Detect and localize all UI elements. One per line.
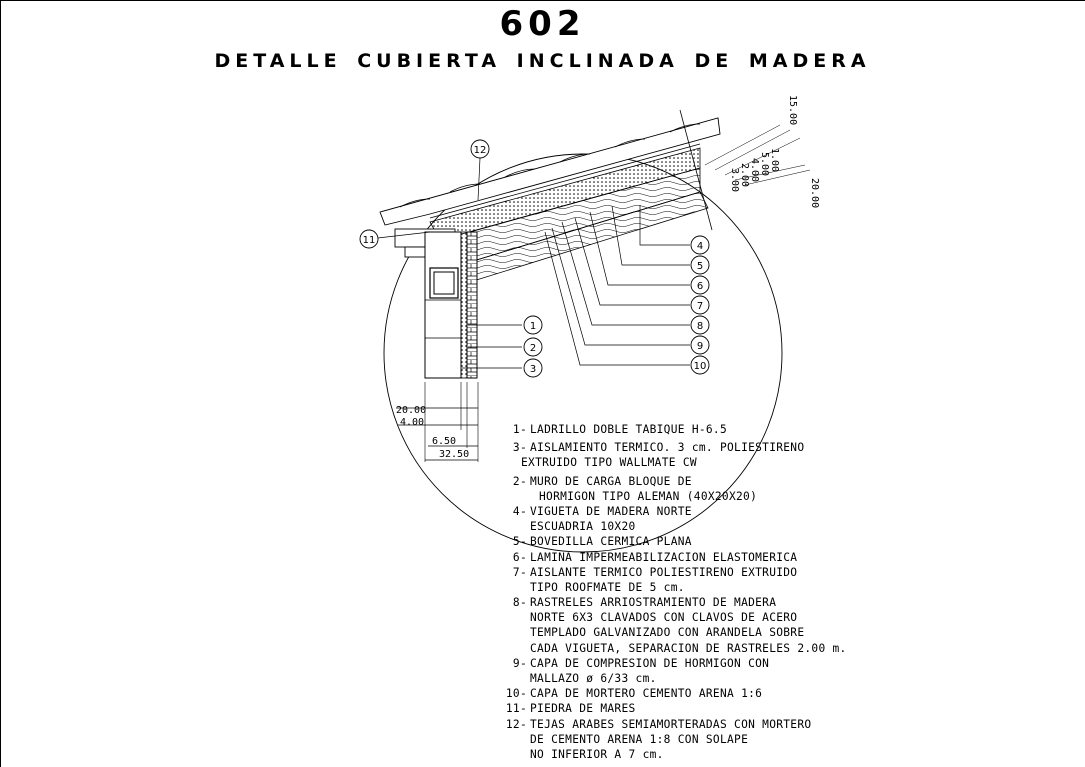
legend-item-7: 7-AISLANTE TERMICO POLIESTIRENO EXTRUIDO [512, 565, 798, 579]
tag-8: 8 [697, 321, 703, 332]
legend: 1-LADRILLO DOBLE TABIQUE H-6.5 3-AISLAMI… [493, 423, 846, 763]
leader-lines [377, 157, 690, 369]
concrete-block-wall [424, 231, 462, 379]
tag-5: 5 [697, 261, 703, 272]
brick-leaf [466, 231, 478, 379]
dim-3: 3.00 [729, 168, 740, 192]
dim-20b: 20.00 [809, 178, 820, 208]
tags: 1 2 3 4 5 6 7 8 9 10 11 12 [359, 139, 710, 378]
detail-circle [383, 153, 783, 553]
dim-1: 1.00 [769, 148, 780, 172]
tag-1: 1 [530, 321, 536, 332]
legend-item-6: 6-LAMINA IMPERMEABILIZACION ELASTOMERICA [512, 550, 798, 564]
tag-7: 7 [697, 301, 703, 312]
dim-2: 2.00 [739, 163, 750, 187]
legend-item-2: 2-MURO DE CARGA BLOQUE DE [512, 474, 692, 488]
legend-item-10: 10-CAPA DE MORTERO CEMENTO ARENA 1:6 [505, 687, 763, 701]
tag-12: 12 [474, 145, 487, 156]
tag-9: 9 [697, 341, 703, 352]
dim-15: 15.00 [787, 95, 798, 125]
dim-4b: 4.00 [749, 158, 760, 182]
legend-item-1: 1-LADRILLO DOBLE TABIQUE H-6.5 [512, 423, 727, 436]
insulation-layer [460, 231, 468, 379]
legend-item-4: 4-VIGUETA DE MADERA NORTE [512, 504, 692, 518]
tag-11: 11 [363, 235, 376, 246]
tag-2: 2 [530, 343, 536, 354]
wall-section [424, 231, 478, 379]
dim-20: 20.00 [396, 405, 426, 416]
drawing-title: DETALLE CUBIERTA INCLINADA DE MADERA [214, 50, 871, 72]
dim-32-5: 32.50 [439, 449, 469, 460]
drawing-number: 602 [499, 4, 586, 44]
roof-dimensions: 15.00 1.00 5.00 4.00 2.00 3.00 20.00 [704, 95, 820, 208]
dim-4: 4.00 [400, 417, 424, 428]
tag-3: 3 [530, 364, 536, 375]
roof-tiles [379, 117, 721, 226]
tag-10: 10 [694, 361, 707, 372]
legend-item-5: 5-BOVEDILLA CERMICA PLANA [512, 535, 692, 549]
dim-5: 5.00 [759, 152, 770, 176]
tag-4: 4 [697, 241, 703, 252]
dim-6-5: 6.50 [432, 436, 456, 447]
legend-item-11: 11-PIEDRA DE MARES [505, 702, 636, 716]
legend-item-9: 9-CAPA DE COMPRESION DE HORMIGON CON [512, 656, 770, 670]
tag-6: 6 [697, 281, 703, 292]
legend-item-3: 3-AISLAMIENTO TERMICO. 3 cm. POLIESTIREN… [512, 441, 805, 455]
legend-item-8: 8-RASTRELES ARRIOSTRAMIENTO DE MADERA [512, 596, 777, 610]
legend-item-12: 12-TEJAS ARABES SEMIAMORTERADAS CON MORT… [505, 717, 812, 731]
wall-dimensions: 20.00 4.00 6.50 32.50 [396, 382, 479, 462]
